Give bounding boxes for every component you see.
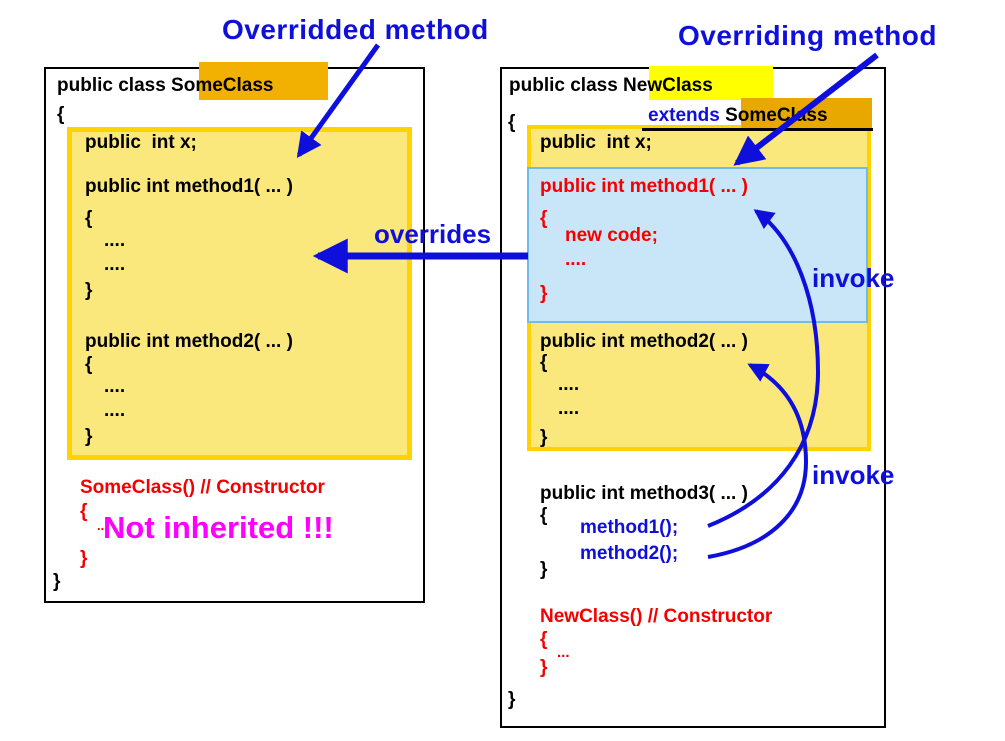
someclass-method1-dots1: .... <box>104 230 126 251</box>
someclass-close-brace: } <box>53 571 61 592</box>
not-inherited-note: Not inherited !!! <box>103 510 334 545</box>
someclass-constructor-close: } <box>80 548 88 569</box>
newclass-constructor-dots: ... <box>557 644 570 661</box>
someclass-method2-sig: public int method2( ... ) <box>85 331 293 352</box>
overriding-method-label: Overriding method <box>678 20 937 51</box>
newclass-close-brace: } <box>508 689 516 710</box>
newclass-method1-close: } <box>540 283 548 304</box>
newclass-field: public int x; <box>540 132 652 153</box>
overrides-label: overrides <box>374 219 492 249</box>
someclass-constructor-sig: SomeClass() // Constructor <box>80 477 325 498</box>
someclass-title-name: SomeClass <box>171 75 274 96</box>
newclass-title-name: NewClass <box>623 75 713 96</box>
newclass-method1-dots: .... <box>565 249 587 270</box>
newclass-title-prefix: public class <box>509 75 624 96</box>
someclass-method1-open: { <box>85 208 93 229</box>
someclass-method2-dots2: .... <box>104 400 126 421</box>
extends-name: SomeClass <box>725 105 828 126</box>
newclass-method2-sig: public int method2( ... ) <box>540 331 748 352</box>
extends-keyword: extends <box>648 105 726 126</box>
newclass-extends-line: extends SomeClass <box>648 105 828 127</box>
newclass-method2-open: { <box>540 352 548 373</box>
someclass-method2-open: { <box>85 354 93 375</box>
invoke-label-2: invoke <box>812 460 895 490</box>
someclass-method2-close: } <box>85 426 93 447</box>
overridded-method-label: Overridded method <box>222 14 489 45</box>
invoke-label-1: invoke <box>812 263 895 293</box>
someclass-method1-dots2: .... <box>104 254 126 275</box>
newclass-open-brace: { <box>508 112 516 133</box>
newclass-method3-close: } <box>540 559 548 580</box>
newclass-method3-call1: method1(); <box>580 517 679 538</box>
newclass-method3-open: { <box>540 505 548 526</box>
extends-underline <box>642 128 873 131</box>
someclass-title: public class SomeClass <box>57 75 274 97</box>
newclass-constructor-close: } <box>540 657 548 678</box>
newclass-method1-newcode: new code; <box>565 225 658 246</box>
someclass-method2-dots1: .... <box>104 376 126 397</box>
someclass-field: public int x; <box>85 132 197 153</box>
newclass-constructor-sig: NewClass() // Constructor <box>540 606 773 627</box>
someclass-constructor-open: { <box>80 501 88 522</box>
newclass-method2-close: } <box>540 427 548 448</box>
newclass-method1-open: { <box>540 208 548 229</box>
someclass-method1-close: } <box>85 280 93 301</box>
newclass-method3-call2: method2(); <box>580 543 679 564</box>
newclass-constructor-open: { <box>540 629 548 650</box>
someclass-title-prefix: public class <box>57 75 172 96</box>
someclass-constructor-dots: ... <box>97 518 108 533</box>
newclass-method3-sig: public int method3( ... ) <box>540 483 748 504</box>
someclass-method1-sig: public int method1( ... ) <box>85 176 293 197</box>
newclass-title: public class NewClass <box>509 75 713 97</box>
someclass-members-box <box>67 127 412 460</box>
someclass-open-brace: { <box>57 104 65 125</box>
newclass-method2-dots1: .... <box>558 374 580 395</box>
newclass-method2-dots2: .... <box>558 398 580 419</box>
newclass-method1-sig: public int method1( ... ) <box>540 176 748 197</box>
